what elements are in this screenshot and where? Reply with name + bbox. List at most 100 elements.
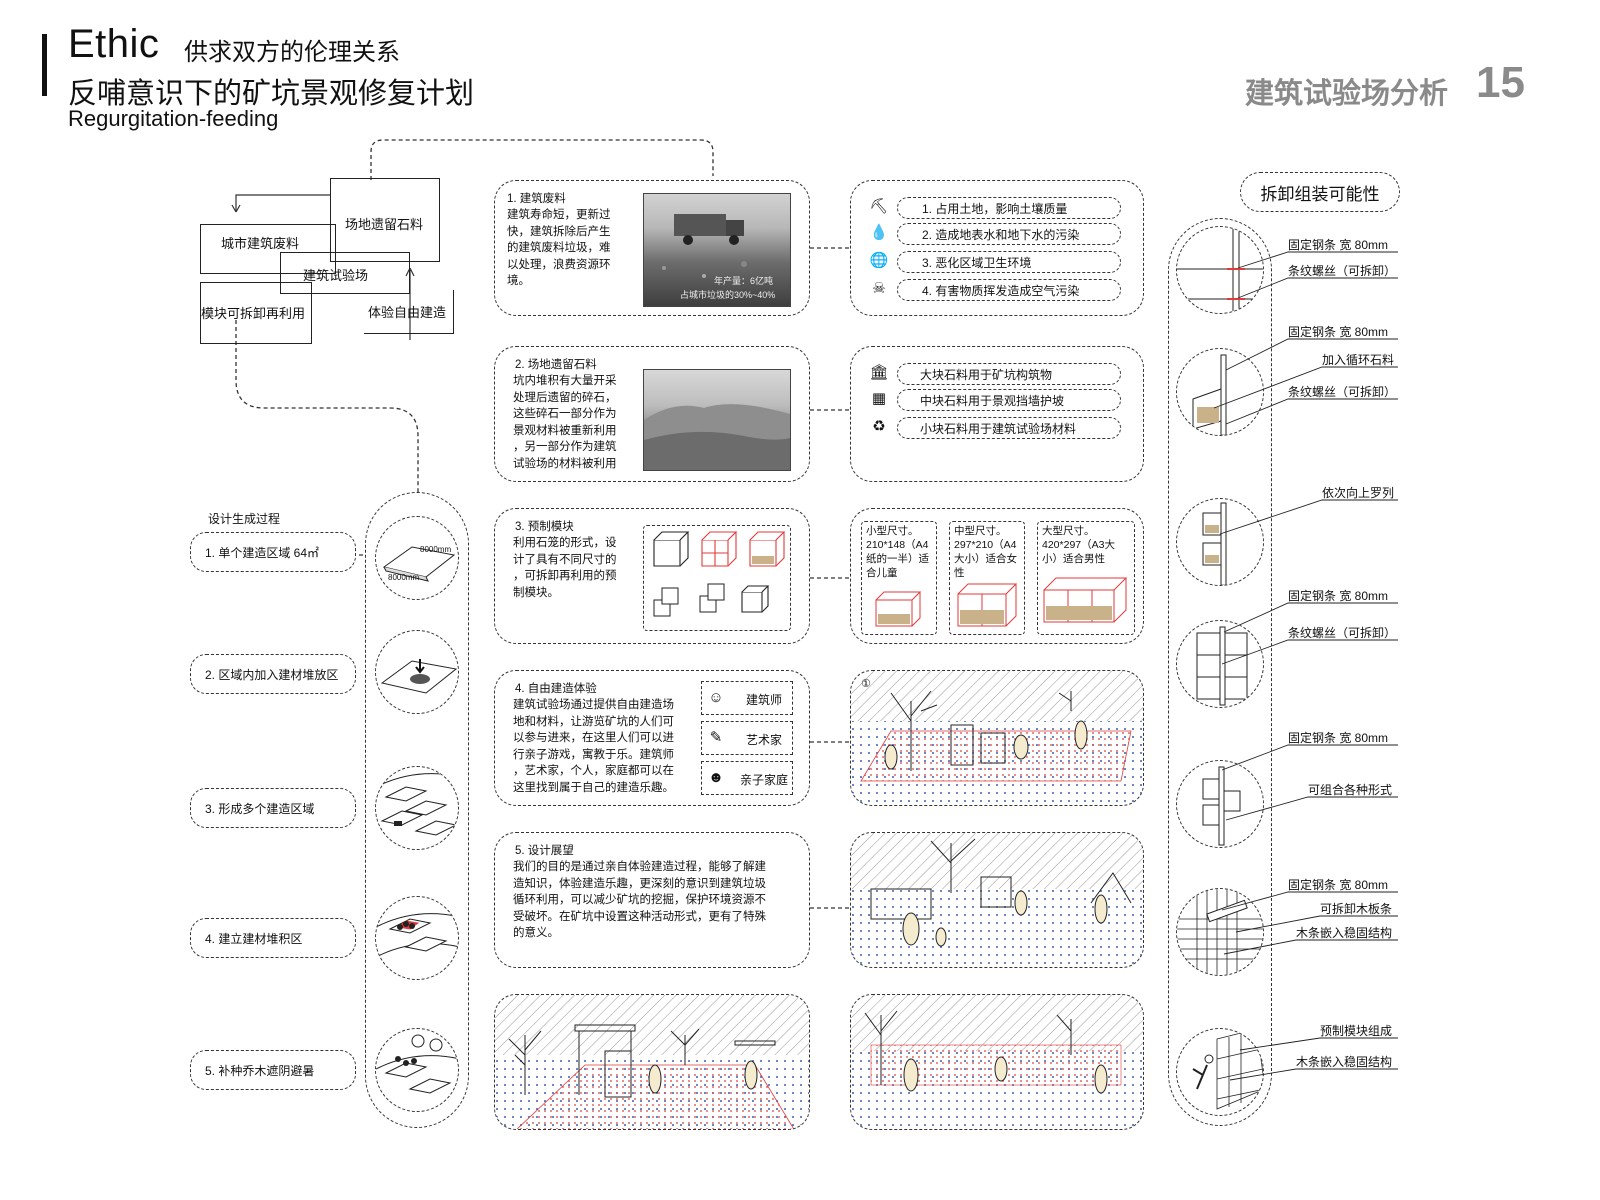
section-5-title: 5. 设计展望 (515, 845, 574, 857)
photo-caption: 占城市垃圾的30%~40% (680, 290, 776, 300)
section-2-box: 2. 场地遗留石料 坑内堆积有大量开采 处理后遗留的碎石， 这些碎石一部分作为 … (494, 346, 810, 482)
impact-item-3: 3. 恶化区域卫生环境 (897, 251, 1121, 273)
section-2-body: 坑内堆积有大量开采 处理后遗留的碎石， 这些碎石一部分作为 景观材料被重新利用 … (513, 375, 617, 470)
people-family: ☻ 亲子家庭 (701, 761, 793, 795)
process-step-2: 2. 区域内加入建材堆放区 (190, 654, 356, 694)
concept-box-test-site: 建筑试验场 (280, 252, 410, 294)
module-size-label: 大型尺寸。 420*297（A3大 小）适合男性 (1042, 525, 1115, 565)
dimension-label: 8000mm (420, 545, 452, 554)
impact-label: 3. 恶化区域卫生环境 (922, 255, 1032, 270)
impact-item-1: 1. 占用土地，影响土壤质量 (897, 197, 1121, 219)
wall-icon: ▦ (871, 390, 887, 407)
scene-illustration (851, 671, 1143, 805)
process-step-label: 1. 单个建造区域 64㎡ (205, 545, 320, 560)
concept-box-site-stone: 场地遗留石料 (330, 178, 440, 262)
dump-icon: ⛏ (869, 198, 889, 215)
water-drop-icon: 💧 (869, 224, 889, 241)
module-sizes-box: 小型尺寸。 210*148（A4 纸的一半）适 合儿童 中型尺寸。 297*21… (850, 508, 1144, 644)
stone-pile-image (644, 404, 790, 470)
combination-detail (1202, 766, 1241, 846)
dimension-label: 8000mm (388, 573, 420, 582)
concept-label: 场地遗留石料 (345, 217, 424, 232)
concept-box-free-build: 体验自由建造 (364, 290, 454, 334)
section-3-box: 3. 预制模块 利用石笼的形式，设 计了具有不同尺寸的 ，可拆卸再利用的预 制模… (494, 508, 810, 644)
stone-uses-box: 🏛 ▦ ♻ 大块石料用于矿坑构筑物 中块石料用于景观挡墙护坡 小块石料用于建筑试… (850, 346, 1144, 482)
header-title-cn: 供求双方的伦理关系 (184, 39, 400, 66)
small-module-diagram (875, 591, 922, 627)
scene-illustration (851, 833, 1143, 967)
process-circle-4 (375, 896, 459, 980)
section-1-title: 1. 建筑废料 (507, 193, 566, 205)
detail-label: 条纹螺丝（可拆卸） (1288, 385, 1397, 399)
section-2-title: 2. 场地遗留石料 (515, 359, 597, 371)
module-size-large: 大型尺寸。 420*297（A3大 小）适合男性 (1037, 521, 1135, 635)
stone-use-label: 中块石料用于景观挡墙护坡 (920, 393, 1065, 408)
architect-icon: ☺ (708, 689, 724, 706)
module-size-medium: 中型尺寸。 297*210（A4 大小）适合女 性 (949, 521, 1025, 635)
detail-label: 可组合各种形式 (1308, 783, 1393, 797)
detail-label: 固定钢条 宽 80mm (1288, 731, 1389, 745)
detail-circle-1 (1176, 226, 1264, 314)
stone-use-item-3: 小块石料用于建筑试验场材料 (897, 417, 1121, 439)
process-circle-2 (375, 630, 459, 714)
globe-icon: 🌐 (869, 252, 889, 269)
section-4-body: 建筑试验场通过提供自由建造场 地和材料，让游览矿坑的人们可 以参与进来，在这里人… (513, 699, 674, 794)
detail-label: 固定钢条 宽 80mm (1288, 238, 1389, 252)
detail-label: 可拆卸木板条 (1320, 902, 1393, 916)
section-4-title: 4. 自由建造体验 (515, 683, 597, 695)
section-1-body: 建筑寿命短，更新过 快，建筑拆除后产生 的建筑废料垃圾，难 以处理，浪费资源环 … (507, 209, 611, 287)
impact-item-2: 2. 造成地表水和地下水的污染 (897, 223, 1121, 245)
scene-illustration (851, 995, 1143, 1129)
scene-5 (850, 832, 1144, 968)
large-module-diagram (1043, 577, 1128, 623)
process-step-label: 5. 补种乔木遮阴避暑 (205, 1063, 315, 1078)
stone-use-item-1: 大块石料用于矿坑构筑物 (897, 363, 1121, 385)
detail-circle-5 (1176, 760, 1264, 848)
process-step-5: 5. 补种乔木遮阴避暑 (190, 1050, 356, 1090)
material-pile-diagram (376, 913, 458, 958)
impact-item-4: 4. 有害物质挥发造成空气污染 (897, 279, 1121, 301)
detail-label: 条纹螺丝（可拆卸） (1288, 264, 1397, 278)
right-title-pill: 拆卸组装可能性 (1240, 172, 1400, 212)
header-bar (42, 34, 47, 96)
artist-icon: ✎ (709, 729, 723, 746)
people-architect: ☺ 建筑师 (701, 681, 793, 715)
people-label: 亲子家庭 (740, 773, 789, 787)
right-title: 拆卸组装可能性 (1260, 184, 1380, 204)
detail-label: 木条嵌入稳固结构 (1296, 926, 1393, 940)
process-circle-1: 8000mm 8000mm (375, 516, 459, 600)
detail-label: 依次向上罗列 (1322, 486, 1395, 500)
module-grid (643, 525, 791, 631)
page-number: 15 (1476, 58, 1525, 107)
process-title: 设计生成过程 (208, 512, 281, 526)
process-step-1: 1. 单个建造区域 64㎡ (190, 532, 356, 572)
impact-label: 2. 造成地表水和地下水的污染 (922, 227, 1080, 242)
module-size-label: 小型尺寸。 210*148（A4 纸的一半）适 合儿童 (866, 525, 929, 579)
header-title-en: Ethic (68, 22, 160, 66)
header-subtitle-en: Regurgitation-feeding (68, 106, 279, 131)
detail-label: 预制模块组成 (1320, 1024, 1393, 1038)
module-size-label: 中型尺寸。 297*210（A4 大小）适合女 性 (954, 525, 1017, 579)
concept-label: 城市建筑废料 (221, 236, 300, 251)
scene-4: ① (850, 670, 1144, 806)
module-cubes-diagram (653, 531, 786, 617)
grid-frame-detail (1196, 626, 1248, 706)
medium-module-diagram (957, 583, 1018, 627)
detail-label: 固定钢条 宽 80mm (1288, 325, 1389, 339)
section-3-title: 3. 预制模块 (515, 521, 574, 533)
process-step-label: 2. 区域内加入建材堆放区 (205, 667, 339, 682)
detail-circle-4 (1176, 620, 1264, 708)
detail-label: 木条嵌入稳固结构 (1296, 1055, 1393, 1069)
detail-label: 固定钢条 宽 80mm (1288, 589, 1389, 603)
scene-marker: ① (861, 678, 871, 690)
people-label: 建筑师 (746, 693, 783, 707)
section-4-box: 4. 自由建造体验 建筑试验场通过提供自由建造场 地和材料，让游览矿坑的人们可 … (494, 670, 810, 806)
section-3-body: 利用石笼的形式，设 计了具有不同尺寸的 ，可拆卸再利用的预 制模块。 (513, 537, 617, 599)
detail-circle-3 (1176, 498, 1264, 586)
header-subtitle: 反哺意识下的矿坑景观修复计划 (68, 78, 475, 110)
people-label: 艺术家 (746, 733, 783, 747)
stone-use-item-2: 中块石料用于景观挡墙护坡 (897, 389, 1121, 411)
impact-label: 4. 有害物质挥发造成空气污染 (922, 283, 1080, 298)
scene-bottom-right (850, 994, 1144, 1130)
